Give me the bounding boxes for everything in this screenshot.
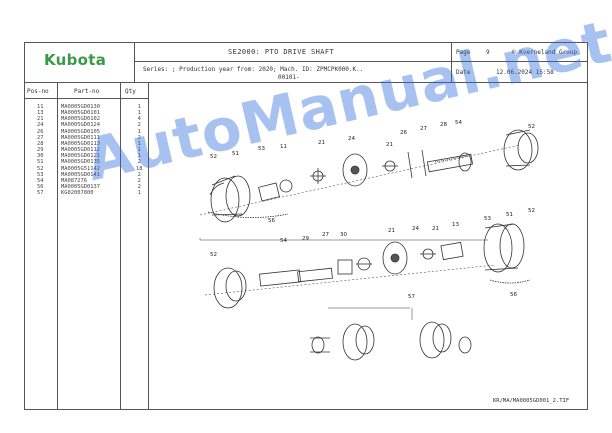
callout-label: 54 (280, 238, 287, 244)
copyright: © Kverneland Group (512, 49, 578, 56)
table-cell-part: MA0005GD0101 (61, 110, 100, 117)
callout-label: 27 (322, 232, 329, 238)
table-cell-part: MA0005GD0135 (61, 159, 100, 166)
callout-label: 29 (302, 236, 309, 242)
callout-label: 21 (432, 226, 439, 232)
callout-label: 21 (386, 142, 393, 148)
table-cell-part: MA0005GD0111 (61, 134, 100, 141)
qty-header: Qty (125, 88, 136, 95)
table-cell-part: MA087276 (61, 177, 87, 184)
table-cell-part: MA0005GD0130 (61, 104, 100, 110)
callout-label: 52 (528, 124, 535, 130)
table-cell-part: MA0005GD0137 (61, 184, 100, 191)
pos-column-divider (57, 82, 58, 410)
table-cell-pos: 24 (37, 122, 44, 129)
kubota-logo: Kubota (44, 51, 107, 69)
table-cell-pos: 53 (37, 171, 44, 178)
table-cell-pos: 27 (37, 134, 44, 141)
table-cell-qty: 2 (137, 134, 141, 141)
table-cell-pos: 52 (37, 165, 44, 172)
callout-label: 21 (388, 228, 395, 234)
table-cell-pos: 29 (37, 147, 44, 154)
callout-label: 24 (412, 226, 419, 232)
page-label: Page (456, 49, 471, 56)
callout-label: 30 (340, 232, 347, 238)
table-cell-part: MA0005GD0102 (61, 116, 100, 123)
table-cell-part: MA0005GD0112 (61, 147, 100, 154)
callout-label: 51 (506, 212, 513, 218)
callout-label: 53 (258, 146, 265, 152)
table-cell-pos: 11 (37, 104, 44, 110)
exploded-view-drawing: 52 51 53 11 21 24 21 26 27 28 54 52 56 52 54 29 27 30 21 24… (199, 120, 539, 361)
table-cell-qty: 2 (137, 177, 141, 184)
table-cell-pos: 26 (37, 128, 44, 135)
callout-label: 52 (528, 208, 535, 214)
table-header-bottom (24, 98, 148, 99)
table-cell-part: MA0005GD0141 (61, 171, 100, 178)
callout-label: 52 (210, 252, 217, 258)
date-value: 12.06.2024 15:58 (496, 69, 554, 76)
callout-label: 56 (268, 218, 275, 224)
table-cell-part: MA0005GD0121 (61, 153, 100, 160)
table-cell-qty: 2 (137, 184, 141, 191)
callout-label: 53 (484, 216, 491, 222)
table-cell-qty: 1 (137, 128, 141, 135)
date-label: Date (456, 69, 471, 76)
table-cell-part: MA0005G51142 (61, 165, 100, 172)
table-cell-pos: 57 (37, 190, 44, 197)
table-cell-part: KG02007800 (61, 190, 94, 197)
series-info-cont: 00101- (278, 74, 300, 81)
callout-label: 54 (455, 120, 462, 126)
callout-label: 11 (280, 144, 287, 150)
table-cell-qty: 1 (137, 140, 141, 147)
meta-divider (451, 42, 452, 82)
table-cell-part: MA0005GD0124 (61, 122, 100, 129)
table-cell-qty: 1 (137, 104, 141, 110)
table-cell-pos: 54 (37, 177, 44, 184)
callout-label: 26 (400, 130, 407, 136)
table-cell-part: MA0005GD0105 (61, 128, 100, 135)
callout-label: 56 (510, 292, 517, 298)
table-cell-qty: 1 (137, 153, 141, 160)
table-cell-qty: 1 (137, 110, 141, 117)
callout-label: 13 (452, 222, 459, 228)
table-cell-qty: 4 (137, 116, 141, 123)
series-info: Series: ; Production year from: 2020; Ma… (143, 66, 364, 73)
table-cell-qty: 18 (136, 165, 143, 172)
table-cell-pos: 56 (37, 184, 44, 191)
table-cell-pos: 21 (37, 116, 44, 123)
table-cell-pos: 30 (37, 153, 44, 160)
file-reference: KR/MA/MA0005GD001_2.TIF (493, 398, 570, 404)
table-cell-pos: 13 (37, 110, 44, 117)
table-cell-pos: 51 (37, 159, 44, 166)
callout-label: 27 (420, 126, 427, 132)
table-cell-pos: 28 (37, 140, 44, 147)
logo-divider (134, 42, 135, 82)
callout-label: 57 (408, 294, 415, 300)
page-title: SE2000: PTO DRIVE SHAFT (228, 48, 335, 56)
part-column-divider (120, 82, 121, 410)
callout-label: 52 (210, 154, 217, 160)
callout-label: 21 (318, 140, 325, 146)
part-no-header: Part-no (74, 88, 100, 95)
table-cell-qty: 2 (137, 122, 141, 129)
table-cell-qty: 2 (137, 159, 141, 166)
callout-label: 28 (440, 122, 447, 128)
table-cell-qty: 2 (137, 171, 141, 178)
drawing-divider (148, 82, 149, 410)
table-cell-qty: 1 (137, 190, 141, 197)
header-bottom (24, 82, 588, 83)
title-divider (134, 61, 588, 62)
pos-no-header: Pos-no (27, 88, 49, 95)
table-cell-part: MA0005GD0113 (61, 140, 100, 147)
callout-label: 24 (348, 136, 355, 142)
table-cell-qty: 1 (137, 147, 141, 154)
page-number: 9 (486, 49, 490, 56)
callout-label: 51 (232, 151, 239, 157)
page-frame (24, 42, 588, 410)
